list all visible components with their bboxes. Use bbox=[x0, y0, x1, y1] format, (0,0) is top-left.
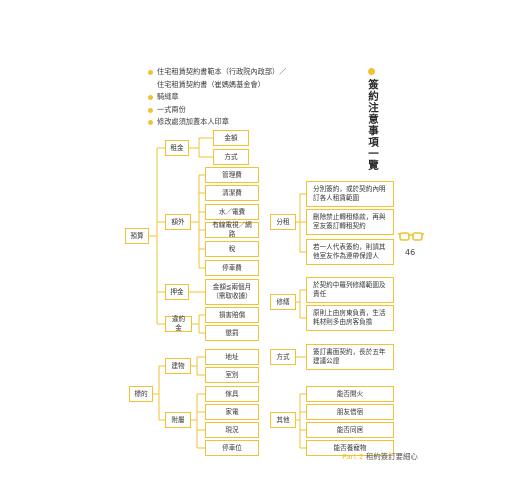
node-penalty: 違約金 bbox=[165, 315, 192, 332]
node-punishment: 懲罰 bbox=[205, 325, 259, 341]
node-room: 室別 bbox=[205, 367, 259, 383]
node-water-power: 水／電費 bbox=[205, 204, 259, 220]
title-dot-icon bbox=[368, 68, 375, 75]
other-note: 朋友借宿 bbox=[306, 404, 394, 420]
node-building: 建物 bbox=[165, 358, 191, 374]
sublet-note: 若一人代表簽約，則請其他室友作為連帶保證人 bbox=[306, 239, 394, 265]
node-parking-fee: 停車費 bbox=[205, 260, 259, 276]
page-title: 簽約注意事項一覽 bbox=[366, 68, 379, 171]
node-deposit: 押金 bbox=[165, 284, 189, 300]
node-sublet: 分租 bbox=[270, 214, 296, 230]
footer-part: Part 2 bbox=[342, 452, 364, 461]
glasses-icon bbox=[398, 232, 424, 241]
sublet-note: 刪除禁止轉租條款，再與室友簽訂轉租契約 bbox=[306, 209, 394, 235]
node-rent: 租金 bbox=[165, 140, 189, 156]
node-address: 地址 bbox=[205, 349, 259, 365]
other-note: 能否同居 bbox=[306, 422, 394, 438]
node-tax: 稅 bbox=[205, 241, 259, 257]
other-note: 能否開火 bbox=[306, 386, 394, 402]
repair-note: 原則上由房東負責，生活耗材則多由房客負擔 bbox=[306, 305, 394, 331]
intro-item: 一式兩份 bbox=[148, 104, 286, 117]
other-note: 能否養寵物 bbox=[306, 440, 394, 456]
node-others: 其他 bbox=[270, 412, 296, 428]
node-appliance: 家電 bbox=[205, 404, 259, 420]
intro-item: 騎縫章 bbox=[148, 91, 286, 104]
node-annex: 附屬 bbox=[165, 412, 191, 428]
form-note: 簽訂書面契約，長於五年建議公證 bbox=[306, 344, 394, 370]
node-furniture: 傢具 bbox=[205, 386, 259, 402]
node-mgmt-fee: 管理費 bbox=[205, 167, 259, 183]
sublet-note: 分別簽約，或於契約內明訂各人租賃範圍 bbox=[306, 181, 394, 207]
repair-note: 於契約中羅列修繕範圍及責任 bbox=[306, 277, 394, 303]
node-parking-spot: 停車位 bbox=[205, 440, 259, 456]
intro-item: 住宅租賃契約書範本（行政院內政部）／ bbox=[148, 66, 286, 79]
footer-title: 租約簽訂要細心 bbox=[366, 452, 418, 461]
footer: Part 2 租約簽訂要細心 bbox=[342, 451, 418, 462]
node-amount: 金額 bbox=[213, 130, 249, 146]
node-subject: 標的 bbox=[129, 386, 153, 402]
node-cable-net: 有線電視／網路 bbox=[205, 221, 259, 238]
node-budget: 預算 bbox=[125, 228, 149, 244]
node-method: 方式 bbox=[213, 149, 249, 165]
node-deposit-amount: 金額≦兩個月（需取收據） bbox=[205, 279, 259, 305]
intro-list: 住宅租賃契約書範本（行政院內政部）／ 住宅租賃契約書（崔媽媽基金會） 騎縫章 一… bbox=[148, 66, 286, 129]
node-cleaning-fee: 清潔費 bbox=[205, 185, 259, 201]
node-repair: 修繕 bbox=[270, 294, 296, 310]
intro-item: 住宅租賃契約書（崔媽媽基金會） bbox=[157, 79, 265, 89]
node-damages: 損害賠償 bbox=[205, 307, 259, 323]
node-condition: 現況 bbox=[205, 422, 259, 438]
intro-item: 修改處須加蓋本人印章 bbox=[148, 116, 286, 129]
node-extra: 額外 bbox=[165, 214, 191, 230]
page-number: 46 bbox=[405, 248, 416, 257]
node-form: 方式 bbox=[270, 349, 296, 365]
